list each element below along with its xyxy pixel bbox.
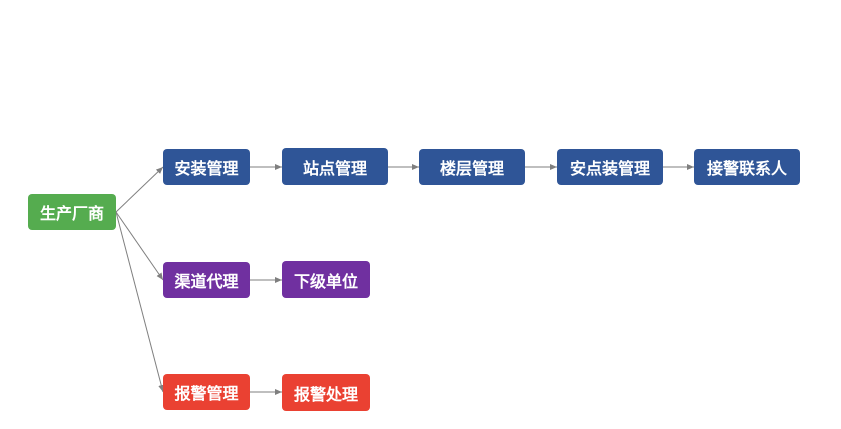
- edge-root-to-install: [115, 166, 164, 213]
- node-site-management[interactable]: 站点管理: [282, 148, 388, 185]
- edge-root-to-alarm: [115, 211, 165, 393]
- node-alarm-management[interactable]: 报警管理: [163, 374, 250, 410]
- node-alarm-contact[interactable]: 接警联系人: [694, 149, 800, 185]
- edge-root-to-channel: [115, 211, 164, 281]
- node-install-management[interactable]: 安装管理: [163, 149, 250, 185]
- node-point-install-management[interactable]: 安点装管理: [557, 149, 663, 185]
- node-alarm-handling[interactable]: 报警处理: [282, 374, 370, 411]
- node-floor-management[interactable]: 楼层管理: [419, 149, 525, 185]
- node-subordinate-unit[interactable]: 下级单位: [282, 261, 370, 298]
- node-channel-agent[interactable]: 渠道代理: [163, 262, 250, 298]
- node-manufacturer[interactable]: 生产厂商: [28, 194, 116, 230]
